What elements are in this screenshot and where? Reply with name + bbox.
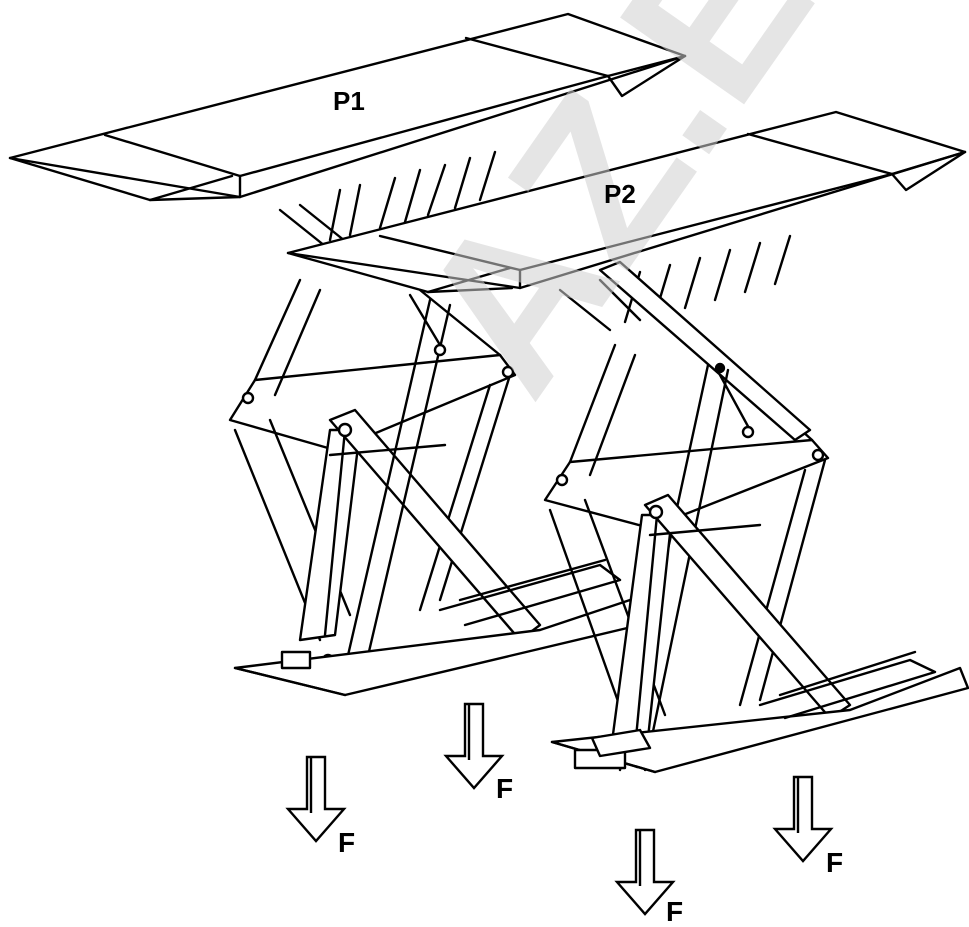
platform-label-p2: P2 [604, 179, 636, 209]
platform-label-p1: P1 [333, 86, 365, 116]
force-label: F [826, 847, 844, 878]
down-arrow-icon [614, 828, 676, 916]
force-label: F [496, 773, 514, 804]
force-label: F [338, 827, 356, 858]
scissor-lift-1 [228, 150, 642, 697]
scissor-lift-2 [543, 234, 969, 774]
platform-p1 [8, 12, 687, 202]
down-arrow-icon [443, 702, 505, 790]
down-arrow-icon [285, 755, 347, 843]
platform-p2 [286, 110, 967, 294]
force-arrows [285, 702, 834, 916]
force-label: F [666, 896, 684, 927]
down-arrow-icon [772, 775, 834, 863]
